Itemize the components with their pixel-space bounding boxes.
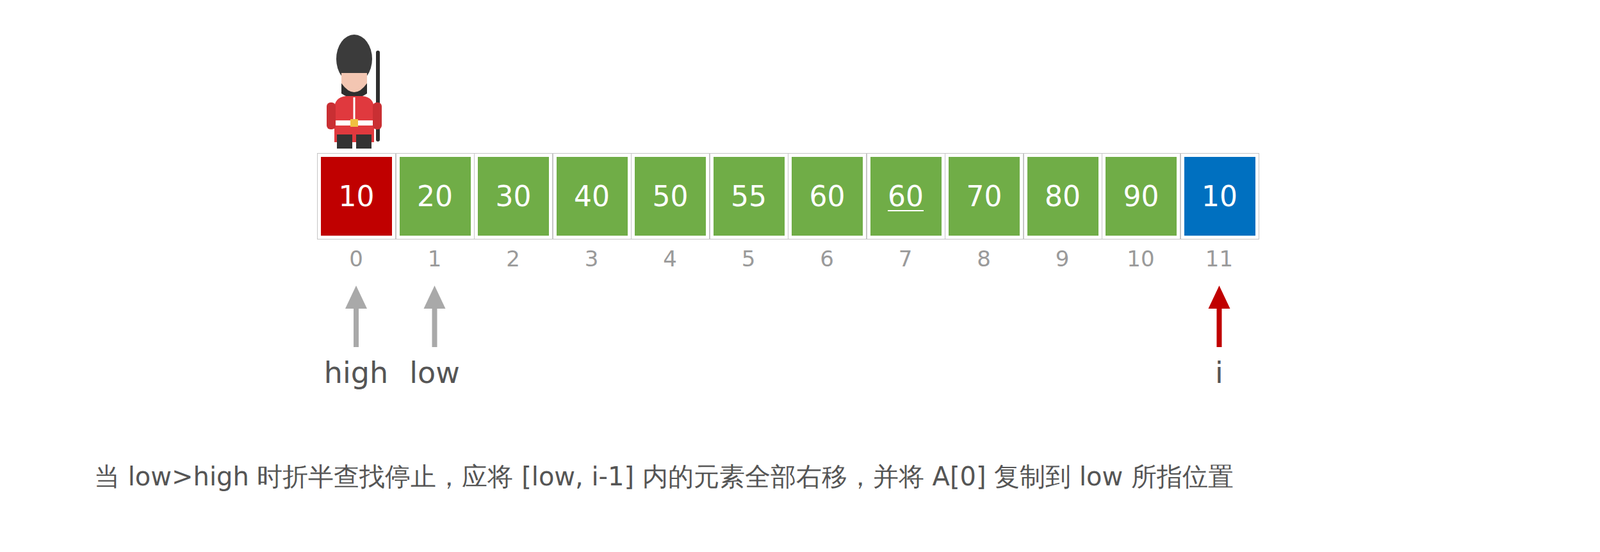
sorted-cell: 30 — [473, 153, 553, 240]
index-number: 0 — [349, 245, 364, 272]
sorted-cell: 70 — [944, 153, 1024, 240]
index-number: 6 — [819, 245, 834, 272]
sorted-cell: 90 — [1101, 153, 1181, 240]
sorted-cell: 55 — [709, 153, 789, 240]
index-number: 3 — [584, 245, 599, 272]
element-value: 10 — [1201, 179, 1238, 213]
index-number: 9 — [1055, 245, 1070, 272]
element-value: 60 — [887, 179, 924, 213]
pointer-label: low — [409, 355, 460, 391]
cell-fill: 60 — [870, 156, 942, 236]
cell-fill: 10 — [1184, 156, 1256, 236]
cell-fill: 70 — [948, 156, 1020, 236]
element-value: 10 — [338, 179, 375, 213]
sorted-cell: 50 — [630, 153, 710, 240]
element-value: 30 — [495, 179, 532, 213]
index-number: 11 — [1205, 245, 1233, 272]
index-number: 7 — [898, 245, 913, 272]
index-number: 10 — [1126, 245, 1155, 272]
sorted-cell: 80 — [1023, 153, 1103, 240]
current-element-cell: 10 — [1180, 153, 1260, 240]
sentinel-cell: 10 — [317, 153, 396, 240]
index-number: 1 — [427, 245, 442, 272]
sorted-cell: 20 — [395, 153, 475, 240]
pointer-label: i — [1215, 355, 1224, 391]
index-number: 5 — [741, 245, 756, 272]
element-value: 90 — [1123, 179, 1160, 213]
element-value: 70 — [966, 179, 1003, 213]
cell-fill: 50 — [634, 156, 706, 236]
cell-fill: 55 — [713, 156, 785, 236]
element-value: 60 — [809, 179, 846, 213]
low-pointer-arrow — [424, 285, 446, 348]
guard-figure — [326, 34, 382, 149]
cell-fill: 40 — [556, 156, 628, 236]
sorted-cell: 40 — [552, 153, 632, 240]
sorted-cell: 60 — [787, 153, 867, 240]
cell-fill: 80 — [1027, 156, 1099, 236]
i-pointer-arrow — [1208, 285, 1231, 348]
sorted-cell: 60 — [866, 153, 946, 240]
element-value: 50 — [652, 179, 689, 213]
pointer-label: high — [324, 355, 389, 391]
element-value: 55 — [730, 179, 767, 213]
index-number: 4 — [662, 245, 678, 272]
cell-fill: 10 — [320, 156, 392, 236]
element-value: 80 — [1044, 179, 1081, 213]
cell-fill: 30 — [477, 156, 549, 236]
cell-fill: 60 — [791, 156, 863, 236]
caption: 当 low>high 时折半查找停止，应将 [low, i-1] 内的元素全部右… — [94, 459, 1234, 494]
cell-fill: 90 — [1105, 156, 1177, 236]
high-pointer-arrow — [345, 285, 368, 348]
element-value: 20 — [416, 179, 453, 213]
index-number: 2 — [506, 245, 521, 272]
index-number: 8 — [976, 245, 991, 272]
cell-fill: 20 — [399, 156, 471, 236]
element-value: 40 — [573, 179, 610, 213]
